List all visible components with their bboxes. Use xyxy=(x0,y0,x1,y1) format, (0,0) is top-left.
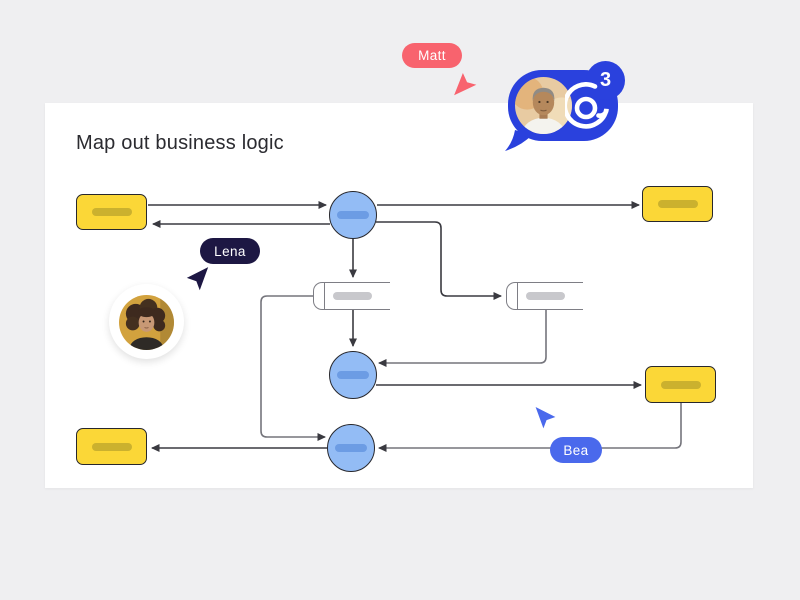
subroutine-divider xyxy=(517,283,518,309)
collaborator-tag-bea: Bea xyxy=(550,437,602,463)
placeholder-text-bar xyxy=(333,292,372,300)
lena-avatar-bubble[interactable] xyxy=(109,284,189,366)
collaborator-tag-matt: Matt xyxy=(402,43,462,68)
flow-node-circle-top[interactable] xyxy=(329,191,377,239)
lena-avatar xyxy=(119,295,174,350)
flow-node-circle-bottom[interactable] xyxy=(327,424,375,472)
placeholder-text-bar xyxy=(337,371,369,379)
matt-cursor-icon xyxy=(454,73,477,96)
flow-node-yellow-bottom-right[interactable] xyxy=(645,366,716,403)
placeholder-text-bar xyxy=(337,211,369,219)
placeholder-text-bar xyxy=(526,292,565,300)
placeholder-text-bar xyxy=(335,444,367,452)
flow-node-yellow-top-left[interactable] xyxy=(76,194,147,230)
at-icon xyxy=(565,82,609,129)
matt-avatar xyxy=(515,77,572,134)
placeholder-text-bar xyxy=(91,208,132,216)
collaborator-tag-lena: Lena xyxy=(200,238,260,264)
man-portrait-illustration xyxy=(515,77,572,134)
flow-node-yellow-bottom-left[interactable] xyxy=(76,428,147,465)
placeholder-text-bar xyxy=(660,380,701,389)
mention-count-badge: 3 xyxy=(586,61,625,100)
woman-portrait-illustration xyxy=(119,295,174,350)
flow-node-circle-middle[interactable] xyxy=(329,351,377,399)
subroutine-divider xyxy=(324,283,325,309)
placeholder-text-bar xyxy=(91,442,132,451)
flow-node-yellow-top-right[interactable] xyxy=(642,186,713,222)
mention-notification-bubble[interactable]: 3 xyxy=(503,58,629,156)
flow-node-subroutine-right[interactable] xyxy=(506,282,583,310)
bea-cursor-icon xyxy=(535,407,556,429)
board-title[interactable]: Map out business logic xyxy=(76,132,284,154)
lena-cursor-icon xyxy=(186,267,209,291)
placeholder-text-bar xyxy=(657,200,698,208)
flow-node-subroutine-left[interactable] xyxy=(313,282,390,310)
